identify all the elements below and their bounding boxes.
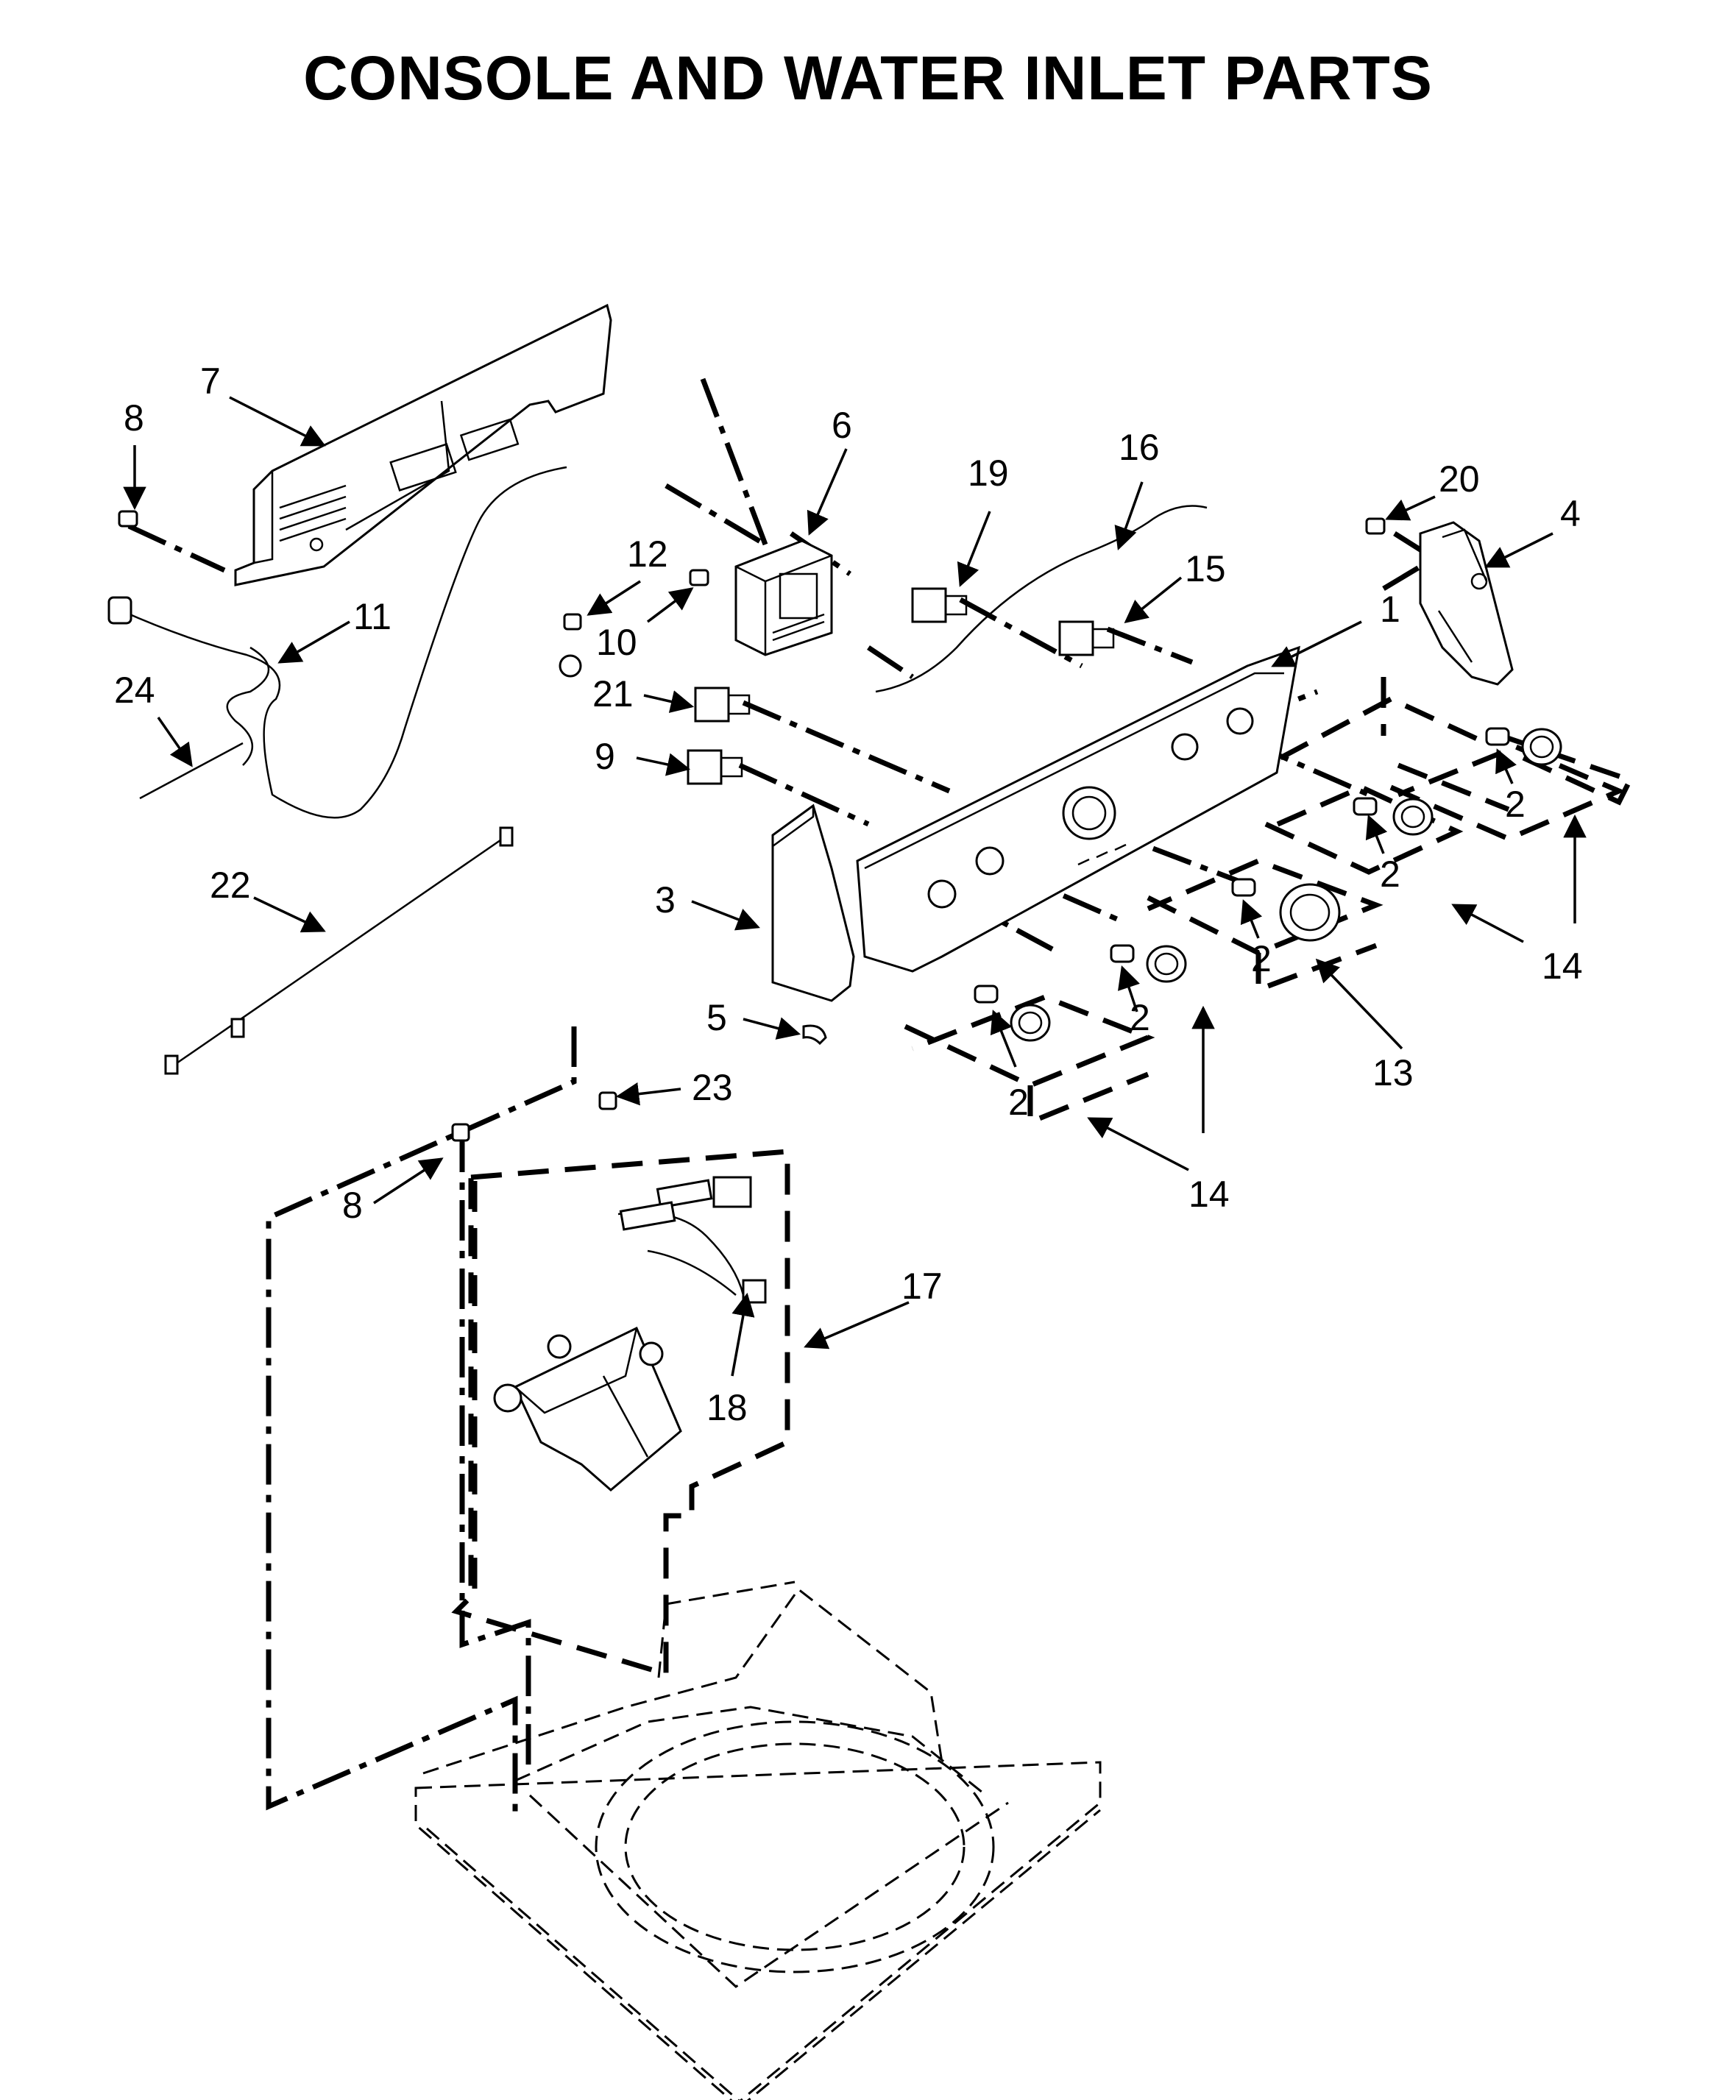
part-console [856, 645, 1300, 973]
callout-2: 2 [1008, 1082, 1029, 1123]
dashed-frames [451, 677, 1633, 1678]
knobs-and-light-guides [974, 727, 1562, 1042]
part-side-panel [771, 804, 855, 1002]
part-switch-19 [911, 587, 968, 623]
callout-19: 19 [968, 453, 1009, 494]
washer-top-cabinet [414, 1581, 1102, 2100]
part-rear-console-panel [234, 303, 612, 586]
callout-labels: 1 2 2 2 2 2 2 3 4 5 6 7 8 8 9 10 11 12 1… [114, 361, 1583, 1428]
callout-3: 3 [655, 879, 676, 920]
part-wire-22 [164, 826, 514, 1075]
diagram-title: CONSOLE AND WATER INLET PARTS [303, 43, 1433, 113]
callout-8: 8 [342, 1185, 363, 1226]
callout-16: 16 [1119, 427, 1160, 468]
callout-5: 5 [706, 997, 727, 1038]
part-clip [802, 1024, 827, 1046]
callout-4: 4 [1560, 493, 1581, 534]
screws [118, 510, 1386, 1142]
callout-2: 2 [1505, 784, 1526, 825]
callout-24: 24 [114, 670, 155, 711]
callout-10: 10 [596, 622, 637, 663]
callout-15: 15 [1185, 548, 1226, 589]
part-switch-9 [687, 749, 743, 785]
callout-14: 14 [1542, 946, 1583, 987]
part-switch-21 [694, 687, 751, 723]
callout-14: 14 [1188, 1174, 1230, 1215]
part-power-cord [107, 466, 582, 819]
part-harness-16 [875, 505, 1208, 693]
callout-22: 22 [210, 865, 251, 906]
callout-20: 20 [1439, 458, 1480, 500]
callout-18: 18 [706, 1387, 748, 1428]
part-tie-strap [139, 742, 244, 800]
callout-8: 8 [124, 397, 144, 439]
callout-7: 7 [200, 361, 221, 402]
callout-2: 2 [1251, 938, 1272, 979]
callout-21: 21 [592, 673, 634, 714]
callout-6: 6 [832, 405, 852, 446]
leader-arrows [123, 396, 1587, 1377]
part-control-board [734, 539, 833, 656]
callout-23: 23 [692, 1067, 733, 1108]
callout-2: 2 [1380, 854, 1400, 895]
callout-9: 9 [595, 736, 615, 777]
callout-12: 12 [627, 533, 668, 575]
callout-13: 13 [1372, 1052, 1414, 1093]
part-end-cap [1419, 521, 1514, 686]
part-switch-15 [1058, 620, 1115, 656]
callout-11: 11 [353, 596, 392, 637]
callout-2: 2 [1130, 997, 1150, 1038]
callout-1: 1 [1380, 589, 1400, 630]
part-valve-harness [617, 1176, 767, 1304]
callout-17: 17 [901, 1266, 943, 1307]
part-water-valve [493, 1326, 682, 1491]
